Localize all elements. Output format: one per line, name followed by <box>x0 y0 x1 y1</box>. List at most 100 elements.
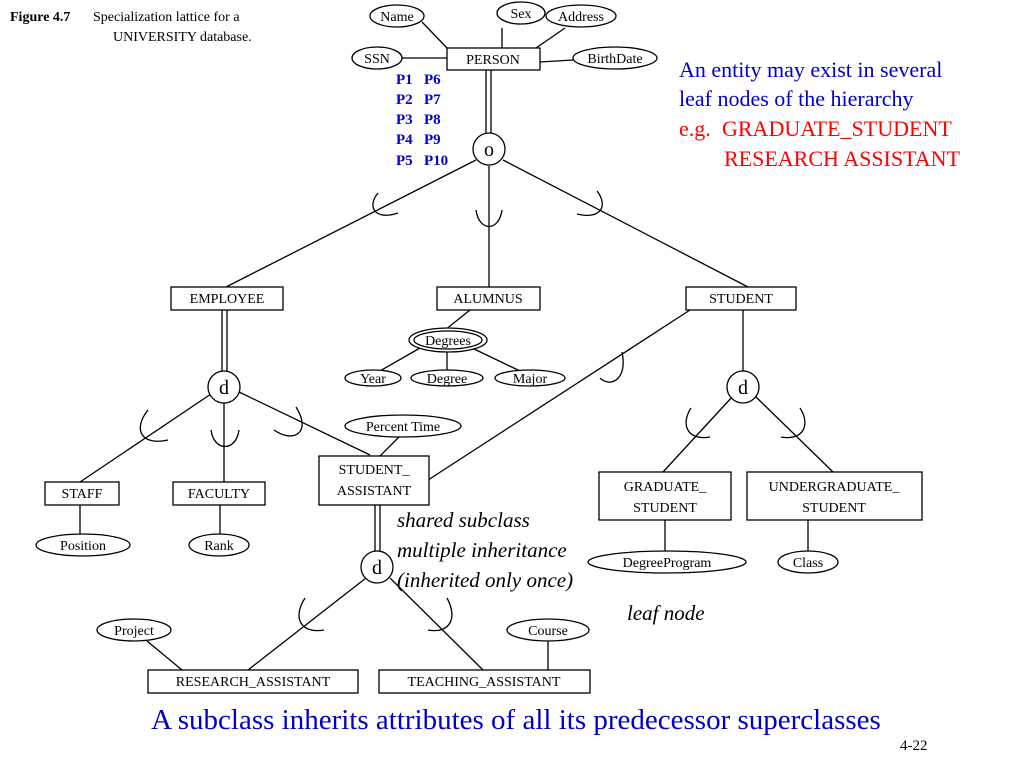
spec-circle-employee: d <box>207 370 241 404</box>
annotation-multiple-inheritance: multiple inheritance <box>397 538 567 562</box>
subset-symbol-graduate <box>685 407 711 439</box>
entity-teaching-assistant-label: TEACHING_ASSISTANT <box>408 675 561 690</box>
link-percenttime-student-assistant <box>379 435 401 457</box>
link-o-employee <box>225 159 477 288</box>
entity-student-assistant-label-2: ASSISTANT <box>337 484 412 499</box>
attr-degrees: Degrees <box>408 327 488 353</box>
link-alumnus-degrees <box>444 309 471 331</box>
spec-circle-employee-label: d <box>219 377 229 399</box>
predicate-p10: P10 <box>424 153 448 169</box>
attr-birthdate-label: BirthDate <box>587 52 642 67</box>
attr-class: Class <box>777 550 839 574</box>
attr-degree-program-label: DegreeProgram <box>623 556 712 571</box>
entity-graduate-student-label-1: GRADUATE_ <box>624 480 707 495</box>
attr-percent-time: Percent Time <box>344 414 462 438</box>
connector-lines <box>79 21 834 671</box>
link-address-person <box>535 27 566 49</box>
entity-research-assistant-label: RESEARCH_ASSISTANT <box>176 675 331 690</box>
entity-graduate-student: GRADUATE_ STUDENT <box>598 471 732 521</box>
link-birthdate-person <box>539 59 574 63</box>
link-project-ra <box>146 640 183 671</box>
entity-faculty-label: FACULTY <box>188 487 250 502</box>
attr-major-label: Major <box>513 372 548 387</box>
attr-project: Project <box>96 618 172 642</box>
annotation-shared-subclass: shared subclass <box>397 508 530 532</box>
predicate-list: P1 P6 P2 P7 P3 P8 P4 P9 P5 P10 <box>396 72 448 169</box>
attr-year: Year <box>344 369 402 387</box>
spec-circle-sa-label: d <box>372 557 382 579</box>
entity-employee: EMPLOYEE <box>170 286 284 311</box>
entity-student-label: STUDENT <box>709 292 773 307</box>
attr-birthdate: BirthDate <box>572 46 658 70</box>
attr-sex-label: Sex <box>511 7 532 22</box>
spec-circle-person-label: o <box>484 139 494 161</box>
attr-course-label: Course <box>528 624 568 639</box>
attr-address: Address <box>545 4 617 28</box>
link-degrees-major <box>471 347 521 372</box>
subset-symbol-undergraduate <box>780 407 806 439</box>
entity-faculty: FACULTY <box>172 481 266 506</box>
figure-number: Figure 4.7 <box>10 10 70 25</box>
annotations: shared subclass multiple inheritance (in… <box>397 508 705 625</box>
subset-symbol-teaching-assistant <box>427 597 453 632</box>
page-number: 4-22 <box>900 738 928 754</box>
link-d-graduate <box>662 395 734 473</box>
link-o-student <box>502 159 749 288</box>
entity-person-label: PERSON <box>466 53 520 68</box>
subset-symbol-sa-student <box>599 351 624 383</box>
attr-sex: Sex <box>496 1 546 25</box>
attr-ssn: SSN <box>351 46 403 70</box>
subset-symbols <box>139 190 806 632</box>
link-d-research-assistant <box>247 577 367 671</box>
entity-alumnus-label: ALUMNUS <box>453 292 522 307</box>
link-d-teaching-assistant <box>389 577 484 671</box>
predicate-p7: P7 <box>424 92 441 108</box>
link-degrees-year <box>379 347 421 372</box>
attr-position-label: Position <box>60 539 106 554</box>
side-note-eg-line-2: RESEARCH ASSISTANT <box>724 146 961 171</box>
link-d-undergraduate <box>754 395 834 473</box>
attr-course: Course <box>506 618 590 642</box>
caption-line-2: UNIVERSITY database. <box>113 30 252 45</box>
attr-name: Name <box>369 4 425 28</box>
attr-rank: Rank <box>188 533 250 557</box>
link-student-student-assistant <box>424 309 691 483</box>
attr-ssn-label: SSN <box>364 52 390 67</box>
link-name-person <box>421 21 448 49</box>
entity-student: STUDENT <box>685 286 797 311</box>
predicate-p2: P2 <box>396 92 413 108</box>
spec-circle-student: d <box>726 370 760 404</box>
subset-symbol-employee <box>372 192 399 216</box>
side-note-eg-prefix: e.g. <box>679 116 711 141</box>
entity-student-assistant-label-1: STUDENT_ <box>339 463 411 478</box>
attr-address-label: Address <box>558 10 604 25</box>
spec-circle-person: o <box>472 132 506 166</box>
entity-research-assistant: RESEARCH_ASSISTANT <box>147 669 359 694</box>
spec-circle-student-assistant: d <box>360 550 394 584</box>
attr-major: Major <box>494 369 566 387</box>
entity-teaching-assistant: TEACHING_ASSISTANT <box>378 669 591 694</box>
figure-caption: Figure 4.7 Specialization lattice for a … <box>10 10 252 45</box>
entity-student-assistant: STUDENT_ ASSISTANT <box>318 455 430 506</box>
annotation-leaf-node: leaf node <box>627 601 705 625</box>
predicate-p1: P1 <box>396 72 413 88</box>
attr-name-label: Name <box>380 10 413 25</box>
attr-degree-program: DegreeProgram <box>587 550 747 574</box>
entity-undergraduate-student-label-1: UNDERGRADUATE_ <box>769 480 901 495</box>
predicate-p5: P5 <box>396 153 413 169</box>
predicate-p4: P4 <box>396 132 413 148</box>
attr-position: Position <box>35 533 131 557</box>
entity-staff: STAFF <box>44 481 120 506</box>
subset-symbol-sa-employee <box>273 406 303 437</box>
attr-degrees-label: Degrees <box>425 334 471 349</box>
attr-class-label: Class <box>793 556 823 571</box>
side-note-eg-line-1: GRADUATE_STUDENT <box>722 116 952 141</box>
side-note-line-1: An entity may exist in several <box>679 57 942 82</box>
side-note-line-2: leaf nodes of the hierarchy <box>679 86 914 111</box>
entity-graduate-student-label-2: STUDENT <box>633 501 697 516</box>
attr-degree-label: Degree <box>427 372 467 387</box>
subset-symbol-student <box>576 190 603 216</box>
predicate-p8: P8 <box>424 112 441 128</box>
entity-undergraduate-student-label-2: STUDENT <box>802 501 866 516</box>
